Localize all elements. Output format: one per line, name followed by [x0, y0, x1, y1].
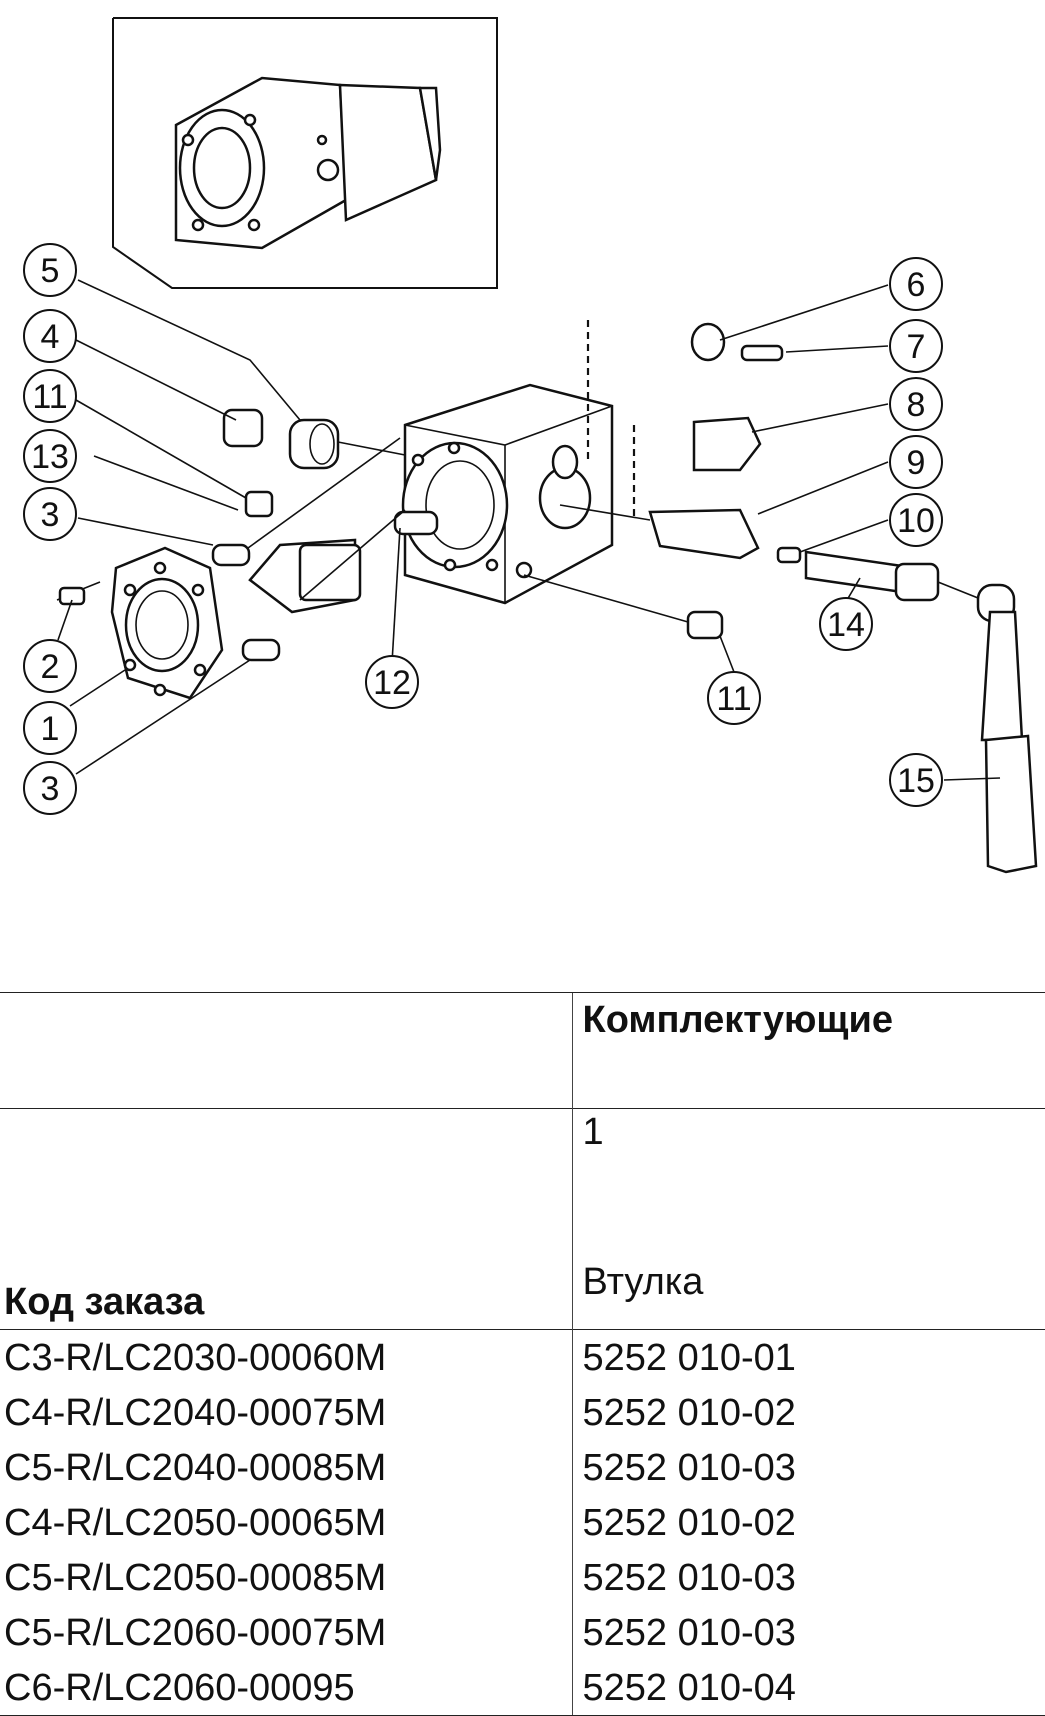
callout-1: 1: [24, 702, 76, 754]
order-code-cell: C5-R/LC2060-00075M: [0, 1605, 572, 1660]
svg-text:9: 9: [907, 444, 926, 482]
callout-3-lower: 3: [24, 762, 76, 814]
svg-text:4: 4: [41, 318, 60, 356]
svg-text:14: 14: [827, 606, 865, 644]
svg-text:7: 7: [907, 328, 926, 366]
table-row: C5-R/LC2050-00085M 5252 010-03: [0, 1550, 1045, 1605]
table-row: C3-R/LC2030-00060M 5252 010-01: [0, 1330, 1045, 1386]
svg-text:12: 12: [373, 664, 411, 702]
assembled-holder-inset: [113, 18, 497, 288]
table-row: C6-R/LC2060-00095 5252 010-04: [0, 1660, 1045, 1716]
order-code-cell: C5-R/LC2040-00085M: [0, 1440, 572, 1495]
table-row: C5-R/LC2040-00085M 5252 010-03: [0, 1440, 1045, 1495]
sleeve-cell: 5252 010-03: [572, 1605, 1045, 1660]
table-row: C4-R/LC2040-00075M 5252 010-02: [0, 1385, 1045, 1440]
order-code-cell: C5-R/LC2050-00085M: [0, 1550, 572, 1605]
sleeve-cell: 5252 010-03: [572, 1550, 1045, 1605]
callout-12: 12: [366, 656, 418, 708]
callout-9: 9: [890, 436, 942, 488]
order-code-cell: C6-R/LC2060-00095: [0, 1660, 572, 1716]
main-body-block: [403, 385, 612, 603]
svg-text:1: 1: [41, 710, 60, 748]
item-name: Втулка: [583, 1263, 1045, 1301]
svg-text:5: 5: [41, 252, 60, 290]
exploded-assembly-drawing: 5 4 11 13 3 2 1 3 6 7 8 9 10 14 11 12 15: [0, 0, 1045, 900]
svg-text:3: 3: [41, 496, 60, 534]
sleeve-cell: 5252 010-04: [572, 1660, 1045, 1716]
parts-table: Комплектующие Код заказа 1 Втулка C3-R/L…: [0, 992, 1045, 1716]
order-code-cell: C4-R/LC2040-00075M: [0, 1385, 572, 1440]
table-column-header-row: Код заказа 1 Втулка: [0, 1109, 1045, 1330]
item-number: 1: [583, 1113, 1045, 1263]
svg-text:11: 11: [716, 680, 751, 718]
callout-11-left: 11: [24, 370, 76, 422]
svg-text:15: 15: [897, 762, 935, 800]
callout-11-right: 11: [708, 672, 760, 724]
callout-5: 5: [24, 244, 76, 296]
callout-10: 10: [890, 494, 942, 546]
sleeve-cell: 5252 010-03: [572, 1440, 1045, 1495]
table-row: C5-R/LC2060-00075M 5252 010-03: [0, 1605, 1045, 1660]
order-code-cell: C3-R/LC2030-00060M: [0, 1330, 572, 1386]
order-code-cell: C4-R/LC2050-00065M: [0, 1495, 572, 1550]
sleeve-cell: 5252 010-02: [572, 1385, 1045, 1440]
callout-6: 6: [890, 258, 942, 310]
table-row: C4-R/LC2050-00065M 5252 010-02: [0, 1495, 1045, 1550]
callout-14: 14: [820, 598, 872, 650]
group-header-components: Комплектующие: [572, 993, 1045, 1109]
callout-4: 4: [24, 310, 76, 362]
svg-text:11: 11: [32, 378, 67, 416]
column-header-order-code: Код заказа: [0, 1109, 572, 1330]
svg-text:6: 6: [907, 266, 926, 304]
callout-7: 7: [890, 320, 942, 372]
callout-3-upper: 3: [24, 488, 76, 540]
sleeve-cell: 5252 010-01: [572, 1330, 1045, 1386]
flange-part: [112, 548, 222, 698]
callout-15: 15: [890, 754, 942, 806]
svg-text:13: 13: [31, 438, 69, 476]
svg-text:3: 3: [41, 770, 60, 808]
column-header-sleeve: 1 Втулка: [572, 1109, 1045, 1330]
sleeve-cell: 5252 010-02: [572, 1495, 1045, 1550]
callout-2: 2: [24, 640, 76, 692]
svg-text:2: 2: [41, 648, 60, 686]
svg-text:8: 8: [907, 386, 926, 424]
callout-13: 13: [24, 430, 76, 482]
callout-8: 8: [890, 378, 942, 430]
svg-text:10: 10: [897, 502, 935, 540]
table-group-header-row: Комплектующие: [0, 993, 1045, 1109]
header-empty-cell: [0, 993, 572, 1109]
